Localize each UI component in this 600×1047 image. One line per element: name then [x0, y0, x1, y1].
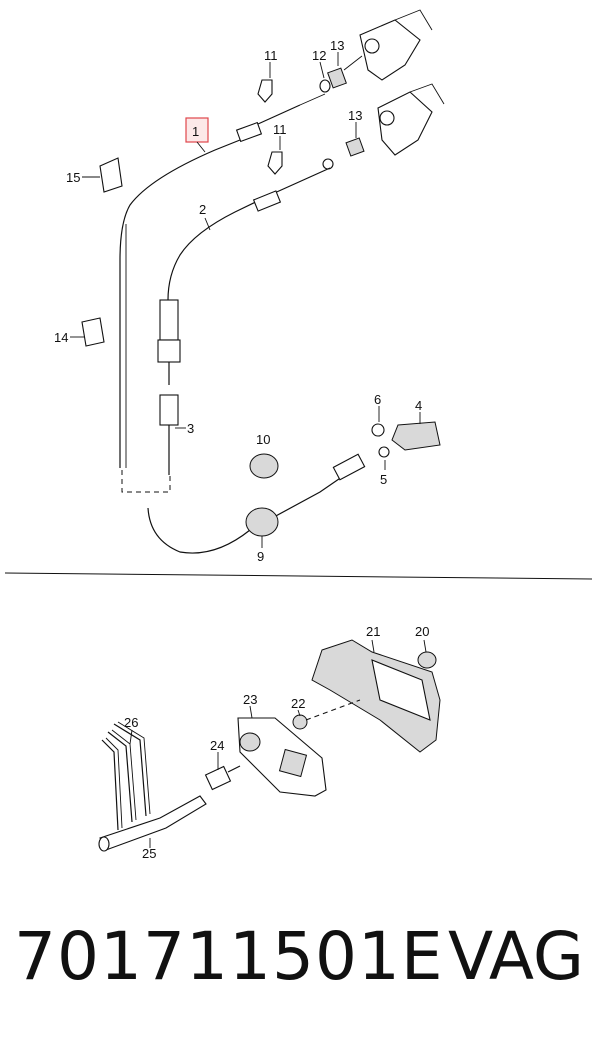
plug-10: [249, 453, 279, 479]
cable-1-fitting: [235, 121, 263, 143]
callout-22: 22: [291, 696, 305, 711]
callout-9: 9: [257, 549, 264, 564]
callout-15: 15: [66, 170, 80, 185]
clip-14: [81, 317, 105, 347]
lower-cable: [147, 469, 353, 554]
bracket-middle-knob: [379, 110, 395, 126]
clip-6: [371, 423, 385, 437]
bracket-21-face: [371, 659, 431, 721]
callout-11-top: 11: [264, 48, 278, 63]
bracket-21: [311, 639, 441, 753]
part-number: 701711501E: [14, 918, 444, 995]
plate-23-hole: [239, 732, 261, 752]
clip-11-middle: [267, 151, 283, 175]
callout-25: 25: [142, 846, 156, 861]
cable-1: [119, 137, 246, 468]
callout-11-middle: 11: [273, 122, 287, 137]
lower-fitting: [332, 453, 366, 481]
clip-11-top: [257, 79, 273, 103]
cable-1-rod: [257, 104, 301, 125]
callout-5: 5: [380, 472, 387, 487]
bolt-20: [417, 651, 437, 669]
nut-13-top: [327, 67, 347, 89]
leader-lines-bottom: [129, 639, 427, 848]
shaft-25: [99, 795, 207, 851]
dashed-link-22: [305, 699, 361, 721]
section-divider: [4, 572, 593, 580]
callout-4: 4: [415, 398, 422, 413]
ring-5: [378, 446, 390, 458]
nut-13-middle: [345, 137, 365, 157]
nut-22: [292, 714, 308, 730]
grommet-9: [245, 507, 279, 537]
fitting-24-stem: [227, 765, 241, 773]
callout-10: 10: [256, 432, 270, 447]
callout-12: 12: [312, 48, 326, 63]
cable-2: [167, 167, 331, 301]
link-rod-top: [299, 55, 363, 106]
bracket-middle-wire: [409, 83, 445, 105]
callout-3: 3: [187, 421, 194, 436]
callout-23: 23: [243, 692, 257, 707]
leader-lines: [70, 52, 421, 548]
bracket-top-knob: [364, 38, 380, 54]
plate-23-slot: [278, 748, 308, 778]
lever-4: [391, 421, 441, 451]
callout-24: 24: [210, 738, 224, 753]
dashed-link: [121, 470, 171, 493]
callout-2: 2: [199, 202, 206, 217]
callout-20: 20: [415, 624, 429, 639]
callout-13-top: 13: [330, 38, 344, 53]
clip-15: [99, 157, 123, 193]
shaft-25-end: [98, 836, 110, 852]
plate-23: [237, 717, 327, 797]
callout-26: 26: [124, 715, 138, 730]
callout-6: 6: [374, 392, 381, 407]
fitting-24: [204, 765, 232, 791]
washer-12: [319, 79, 331, 93]
callout-1: 1: [192, 124, 199, 139]
callout-13-middle: 13: [348, 108, 362, 123]
bracket-top-wire: [394, 9, 433, 31]
callout-14: 14: [54, 330, 68, 345]
cable-2-fitting: [252, 190, 282, 212]
cable-2-sleeve: [157, 339, 181, 363]
callout-21: 21: [366, 624, 380, 639]
tubes-26: [101, 723, 147, 831]
brand-name: VAG: [447, 918, 584, 995]
cable-2-housing: [159, 299, 179, 341]
parts-diagram: 1 2 3 4 5 6 9 10 11 11 12 13 13 14 15: [4, 9, 593, 861]
ball-end: [322, 158, 334, 170]
adjuster-3: [159, 394, 179, 426]
